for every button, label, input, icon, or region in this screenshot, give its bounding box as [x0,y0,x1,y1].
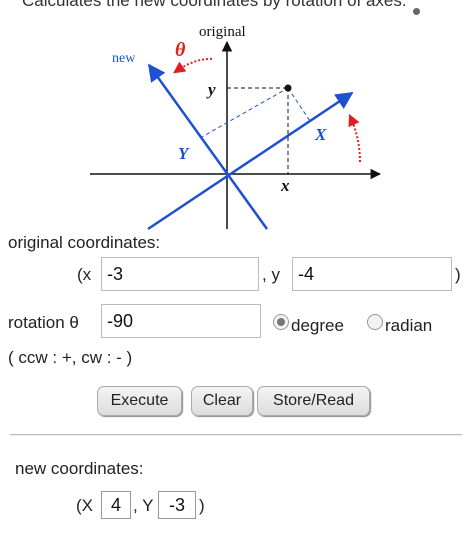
rotation-label: rotation θ [8,313,79,332]
section-divider [10,434,462,435]
y-prefix: , y [262,265,280,284]
label-Y-axis: Y [178,144,190,163]
page-description: Calculates the new coordinates by rotati… [22,0,407,10]
label-theta: θ [175,39,186,61]
label-original: original [199,24,246,40]
radian-label[interactable]: radian [385,316,433,335]
radian-radio[interactable] [367,314,383,330]
new-Y-axis [147,63,269,230]
x-prefix: (x [77,265,92,284]
new-coordinates-label: new coordinates: [15,459,144,478]
rotation-diagram: original new θ y X Y x [90,24,382,231]
x-input[interactable]: -3 [101,257,259,291]
close-paren: ) [455,265,461,284]
X-output: 4 [101,491,131,519]
execute-button[interactable]: Execute [97,386,182,416]
label-X-axis: X [314,125,327,144]
projection-to-Y [199,87,289,139]
label-new: new [112,51,136,66]
clear-button[interactable]: Clear [191,386,253,416]
Y-output: -3 [158,491,196,519]
theta-rotation-arrow [173,57,213,74]
Y-prefix: , Y [133,496,154,515]
y-input[interactable]: -4 [292,257,452,291]
direction-hint: ( ccw : +, cw : - ) [8,348,133,367]
label-y-point: y [206,80,216,99]
store-read-button[interactable]: Store/Read [257,386,370,416]
original-coordinates-label: original coordinates: [8,233,161,252]
X-prefix: (X [76,496,93,515]
degree-label[interactable]: degree [291,316,344,335]
label-x-point: x [280,176,290,195]
menu-dot-icon[interactable] [413,8,420,15]
point-marker [284,84,292,92]
axis-rotation-arrow [348,113,361,163]
projection-to-X [287,87,311,122]
rotation-input[interactable]: -90 [101,304,261,338]
degree-radio[interactable] [273,314,289,330]
new-X-axis [147,91,354,231]
result-close-paren: ) [199,496,205,515]
